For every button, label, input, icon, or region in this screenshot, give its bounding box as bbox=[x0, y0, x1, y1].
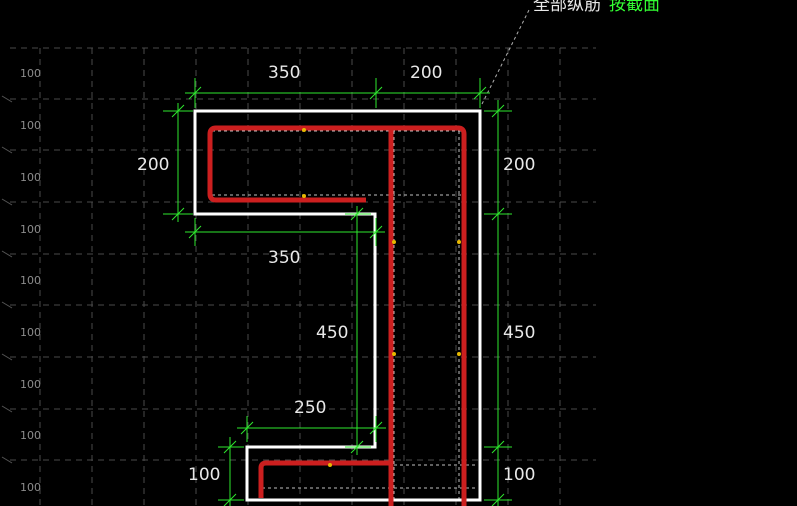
dim-right-bottom-height[interactable]: 100 bbox=[503, 465, 535, 485]
dim-top-right-width[interactable]: 200 bbox=[410, 63, 442, 83]
dimension-labels: 350 200 200 200 350 450 450 250 100 100 bbox=[137, 63, 535, 485]
grid-label: 100 bbox=[20, 481, 41, 494]
rebar-top-hook[interactable] bbox=[207, 125, 467, 506]
longitudinal-rebar[interactable] bbox=[207, 125, 467, 506]
dim-bottom-flange-width[interactable]: 250 bbox=[294, 398, 326, 418]
dim-right-middle-height[interactable]: 450 bbox=[503, 323, 535, 343]
rebar-point bbox=[457, 352, 461, 356]
rebar-point bbox=[302, 128, 306, 132]
column-section-outline[interactable] bbox=[193, 109, 482, 502]
dim-bottom-left-height[interactable]: 100 bbox=[188, 465, 220, 485]
grid-label: 100 bbox=[20, 326, 41, 339]
grid-label: 100 bbox=[20, 171, 41, 184]
dim-left-flange-height[interactable]: 200 bbox=[137, 155, 169, 175]
rebar-layout-guides bbox=[211, 130, 476, 500]
grid-edge-ticks bbox=[1, 95, 13, 464]
grid-label: 100 bbox=[20, 378, 41, 391]
rebar-point bbox=[302, 194, 306, 198]
grid-label: 100 bbox=[20, 67, 41, 80]
rebar-point bbox=[392, 352, 396, 356]
rebar-annotation-leader bbox=[481, 7, 531, 105]
dim-top-left-width[interactable]: 350 bbox=[268, 63, 300, 83]
rebar-bottom-hook[interactable] bbox=[258, 460, 391, 498]
dim-flange-bottom-width[interactable]: 350 bbox=[268, 248, 300, 268]
rebar-points bbox=[302, 128, 461, 467]
background-grid bbox=[10, 47, 596, 506]
grid-row-labels: 100 100 100 100 100 100 100 100 100 bbox=[20, 67, 41, 494]
grid-label: 100 bbox=[20, 274, 41, 287]
grid-label: 100 bbox=[20, 119, 41, 132]
annotation-value-text[interactable]: 按截面 bbox=[609, 0, 660, 15]
grid-label: 100 bbox=[20, 429, 41, 442]
annotation-label-text: 全部纵筋 bbox=[533, 0, 601, 15]
rebar-point bbox=[392, 240, 396, 244]
annotation-label[interactable]: 全部纵筋按截面 bbox=[533, 0, 660, 15]
rebar-point bbox=[328, 463, 332, 467]
dim-right-top-height[interactable]: 200 bbox=[503, 155, 535, 175]
rebar-point bbox=[457, 240, 461, 244]
dimension-lines bbox=[163, 78, 512, 506]
dim-web-left-height[interactable]: 450 bbox=[316, 323, 348, 343]
grid-label: 100 bbox=[20, 223, 41, 236]
